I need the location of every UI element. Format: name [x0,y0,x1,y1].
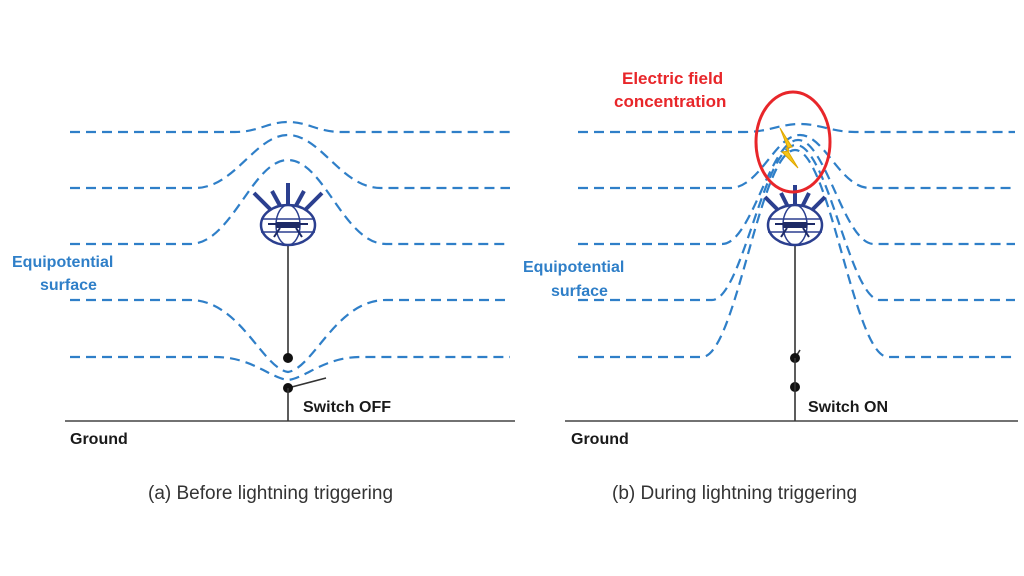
equipotential-label-line1: Equipotential [523,259,624,276]
panel-b: Electric field concentration Equipotenti… [523,69,1018,504]
field-concentration-ellipse [754,90,832,194]
equipotential-line [578,122,1015,134]
equipotential-line [578,138,1015,246]
ground-label: Ground [70,431,128,448]
equipotential-line [70,298,510,374]
drone-icon [763,185,827,247]
switch-label: Switch OFF [303,399,391,416]
equipotential-line [70,158,510,246]
equipotential-label-line2: surface [551,283,608,300]
field-label-line1: Electric field [622,69,723,88]
panel-caption: (a) Before lightning triggering [148,483,393,504]
equipotential-lines-a [70,120,510,382]
ground-label: Ground [571,431,629,448]
equipotential-line [70,133,510,190]
panel-caption: (b) During lightning triggering [612,483,857,504]
switch-label: Switch ON [808,399,888,416]
equipotential-label-line2: surface [40,277,97,294]
equipotential-label-line1: Equipotential [12,254,113,271]
equipotential-line [578,148,1015,359]
switch-lever-open-a [287,377,327,389]
switch-contact-top-a [283,353,293,363]
equipotential-line [578,133,1015,190]
drone-icon [252,183,324,247]
field-label-line2: concentration [614,92,726,111]
equipotential-line [70,355,510,382]
lightning-bolt-icon [779,127,799,169]
panel-a: Equipotential surface Switch OFF Ground … [12,120,515,504]
equipotential-line [70,120,510,134]
